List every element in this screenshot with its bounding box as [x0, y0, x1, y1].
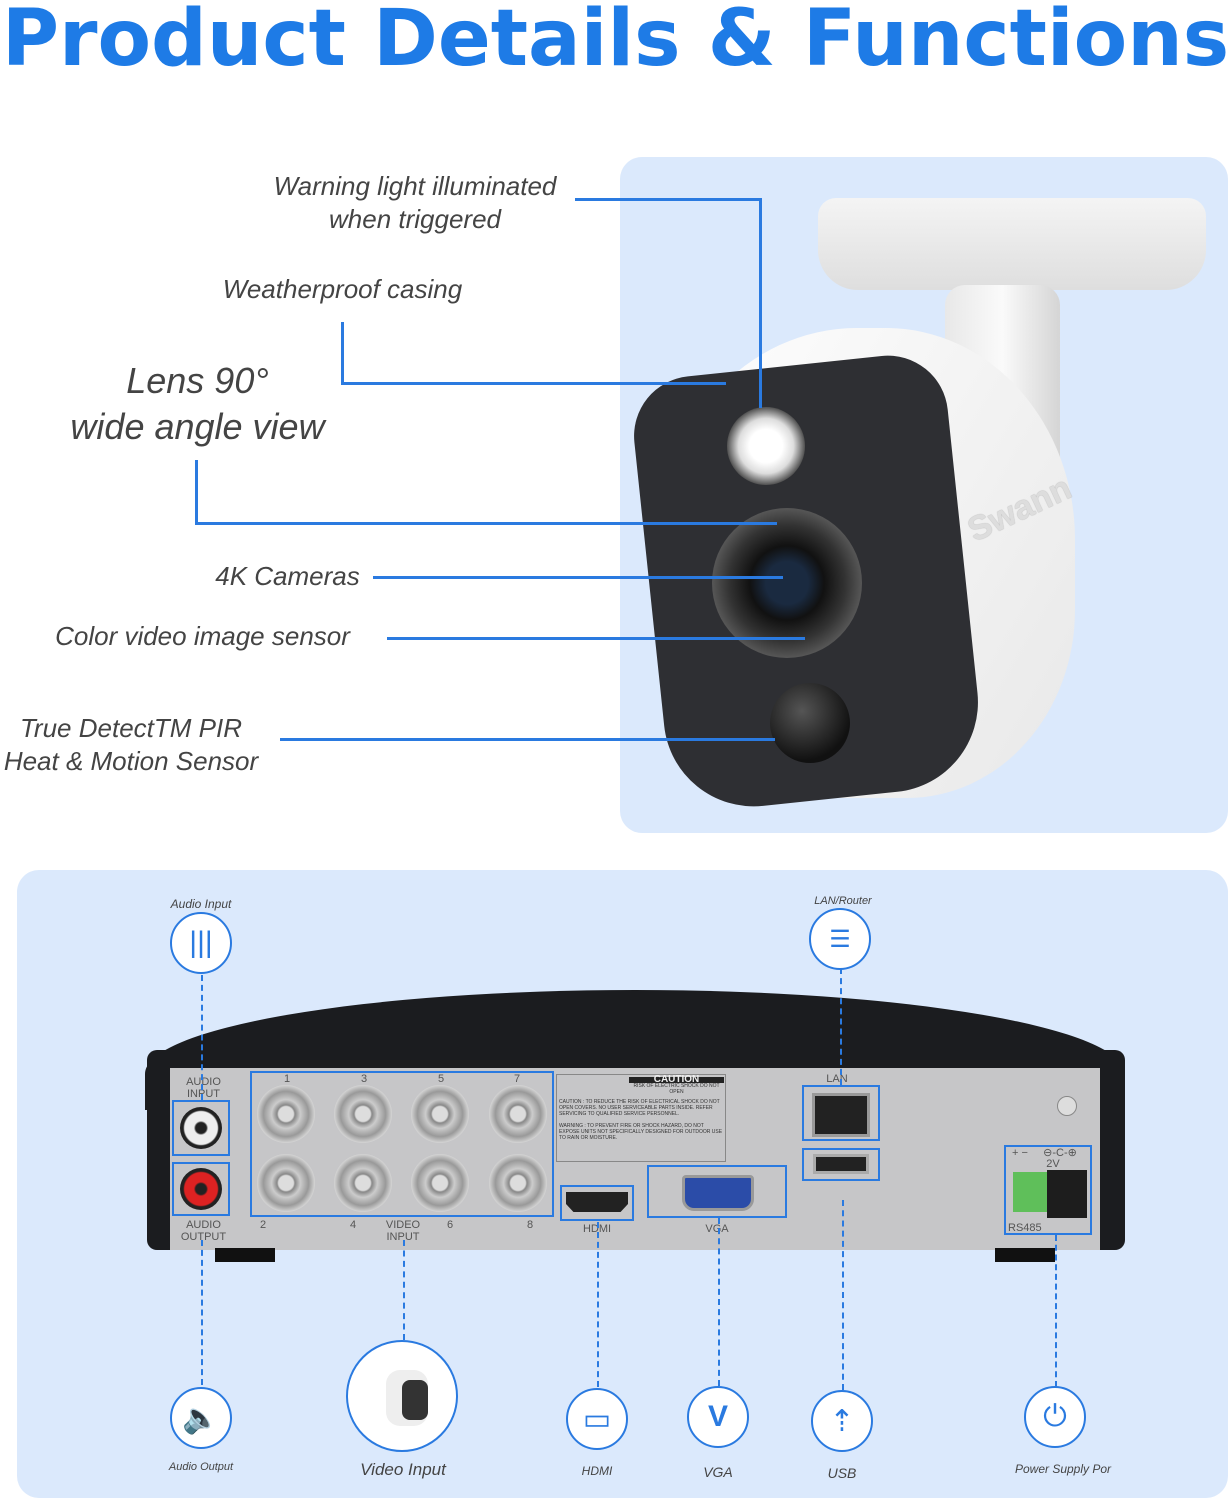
monitor-icon: ▭	[566, 1388, 628, 1450]
channel-label: 8	[527, 1219, 534, 1231]
usb-highlight	[802, 1148, 880, 1181]
vga-icon: V	[687, 1386, 749, 1448]
rs485-label: RS485	[1008, 1222, 1042, 1234]
terminal-polarity: + −	[1012, 1147, 1028, 1159]
leader-line	[341, 322, 344, 385]
caution-text: CAUTION : TO REDUCE THE RISK OF ELECTRIC…	[559, 1099, 720, 1117]
usb-icon: ⇡	[811, 1390, 873, 1452]
leader-line	[373, 576, 783, 579]
hdmi-port-label: HDMI	[582, 1223, 612, 1235]
audio-output-caption: Audio Output	[168, 1461, 234, 1473]
lan-router-caption: LAN/Router	[814, 895, 872, 907]
callout-lens: Lens 90°wide angle view	[70, 360, 325, 447]
audio-input-label: AUDIO INPUT	[186, 1076, 221, 1100]
pir-sensor	[770, 683, 850, 763]
audio-input-port[interactable]	[180, 1107, 222, 1149]
lan-port[interactable]	[812, 1093, 870, 1137]
channel-label: 4	[350, 1219, 357, 1231]
lan-port-label: LAN	[826, 1073, 848, 1085]
router-icon: ☰	[809, 908, 871, 970]
sound-wave-icon: |||	[170, 912, 232, 974]
camera-mount	[818, 198, 1206, 290]
power-voltage: 2V	[1046, 1158, 1060, 1170]
bnc-port-3[interactable]	[334, 1085, 392, 1143]
power-highlight	[1004, 1145, 1092, 1235]
leader-line	[341, 382, 726, 385]
caution-title: CAUTION	[629, 1075, 724, 1085]
usb-caption: USB	[827, 1465, 857, 1481]
connector-line	[718, 1218, 720, 1386]
connector-line	[403, 1240, 405, 1340]
vga-port[interactable]	[682, 1175, 754, 1211]
audio-output-highlight	[172, 1162, 230, 1216]
channel-label: 2	[260, 1219, 267, 1231]
bnc-port-2[interactable]	[257, 1154, 315, 1212]
audio-input-highlight	[172, 1100, 230, 1156]
video-input-caption: Video Input	[360, 1460, 446, 1479]
channel-label: 7	[514, 1073, 521, 1085]
bnc-port-8[interactable]	[489, 1154, 547, 1212]
power-caption: Power Supply Por	[1014, 1462, 1112, 1476]
vga-highlight	[647, 1165, 787, 1218]
channel-label: 6	[447, 1219, 454, 1231]
audio-output-label: AUDIO OUTPUT	[180, 1219, 227, 1243]
leader-line	[280, 738, 775, 741]
bnc-port-7[interactable]	[489, 1085, 547, 1143]
audio-output-port[interactable]	[180, 1168, 222, 1210]
channel-label: 1	[284, 1073, 291, 1085]
dvr-foot	[215, 1248, 275, 1262]
bnc-port-5[interactable]	[411, 1085, 469, 1143]
camera-thumbnail	[346, 1340, 458, 1452]
leader-line	[195, 522, 777, 525]
warning-light	[727, 407, 805, 485]
hdmi-highlight	[560, 1185, 634, 1221]
power-icon: ⏻	[1024, 1386, 1086, 1448]
rs485-terminal[interactable]	[1013, 1172, 1047, 1212]
hdmi-caption: HDMI	[581, 1464, 613, 1478]
leader-line	[195, 460, 198, 525]
speaker-icon: 🔈	[170, 1387, 232, 1449]
audio-input-caption: Audio Input	[170, 897, 232, 911]
bnc-port-6[interactable]	[411, 1154, 469, 1212]
leader-line	[759, 198, 762, 408]
callout-sensor: Color video image sensor	[55, 621, 350, 651]
page-title: Product Details & Functions	[1, 0, 1230, 84]
bnc-port-4[interactable]	[334, 1154, 392, 1212]
power-polarity: ⊖-C-⊕	[1043, 1147, 1077, 1159]
caution-subtitle: RISK OF ELECTRIC SHOCK DO NOT OPEN	[633, 1083, 720, 1095]
vga-caption: VGA	[703, 1464, 733, 1480]
ground-screw	[1057, 1096, 1077, 1116]
video-input-highlight	[250, 1071, 554, 1217]
connector-line	[201, 975, 203, 1100]
dvr-rear-plate	[170, 1068, 1100, 1250]
warning-text: WARNING : TO PREVENT FIRE OR SHOCK HAZAR…	[559, 1123, 723, 1141]
connector-line	[597, 1222, 599, 1387]
dvr-foot	[995, 1248, 1055, 1262]
connector-line	[201, 1240, 203, 1385]
vga-port-label: VGA	[705, 1223, 729, 1235]
bnc-port-1[interactable]	[257, 1085, 315, 1143]
video-input-label: VIDEO INPUT	[385, 1219, 421, 1243]
leader-line	[387, 637, 805, 640]
connector-line	[842, 1200, 844, 1390]
callout-4k: 4K Cameras	[215, 561, 360, 591]
usb-port[interactable]	[813, 1154, 869, 1174]
dc-power-jack[interactable]	[1047, 1170, 1087, 1218]
channel-label: 3	[361, 1073, 368, 1085]
connector-line	[1055, 1235, 1057, 1387]
channel-label: 5	[438, 1073, 445, 1085]
lan-highlight	[802, 1085, 880, 1141]
connector-line	[840, 968, 842, 1085]
camera-lens	[712, 508, 862, 658]
hdmi-port[interactable]	[566, 1192, 628, 1212]
caution-label: CAUTION RISK OF ELECTRIC SHOCK DO NOT OP…	[556, 1074, 726, 1162]
leader-line	[575, 198, 762, 201]
callout-casing: Weatherproof casing	[222, 274, 463, 304]
